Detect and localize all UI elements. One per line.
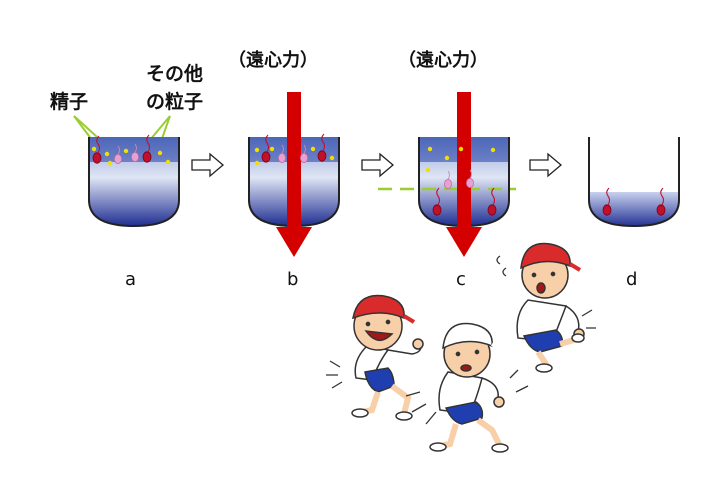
step-label-a: a [125, 269, 136, 290]
step-label-b: b [287, 269, 298, 290]
particles-b [254, 133, 335, 166]
particles-a [91, 134, 171, 166]
tube-c [378, 92, 516, 257]
force-arrow-c-shaft [457, 92, 471, 227]
tube-a [88, 134, 180, 228]
force-arrow-b-head [276, 227, 312, 257]
step-arrow-bc [361, 152, 395, 178]
step-arrow-ab [191, 152, 225, 178]
force-arrow-b-shaft [287, 92, 301, 227]
label-other-line2: の粒子 [146, 90, 203, 113]
label-other-line1: その他 [146, 62, 203, 85]
runner-illustration-1 [326, 294, 424, 421]
label-centrifugal-c: （遠心力） [398, 50, 488, 71]
particles-c [425, 146, 497, 216]
runner-illustration-3 [496, 242, 596, 373]
step-arrow-cd [529, 152, 563, 178]
step-label-d: d [626, 269, 637, 290]
tube-d [588, 137, 680, 228]
tube-b [248, 92, 340, 257]
label-sperm: 精子 [50, 90, 88, 113]
runner-illustration-2 [405, 322, 529, 453]
label-centrifugal-b: （遠心力） [228, 50, 318, 71]
force-arrow-c-head [446, 227, 482, 257]
step-label-c: c [456, 269, 466, 290]
